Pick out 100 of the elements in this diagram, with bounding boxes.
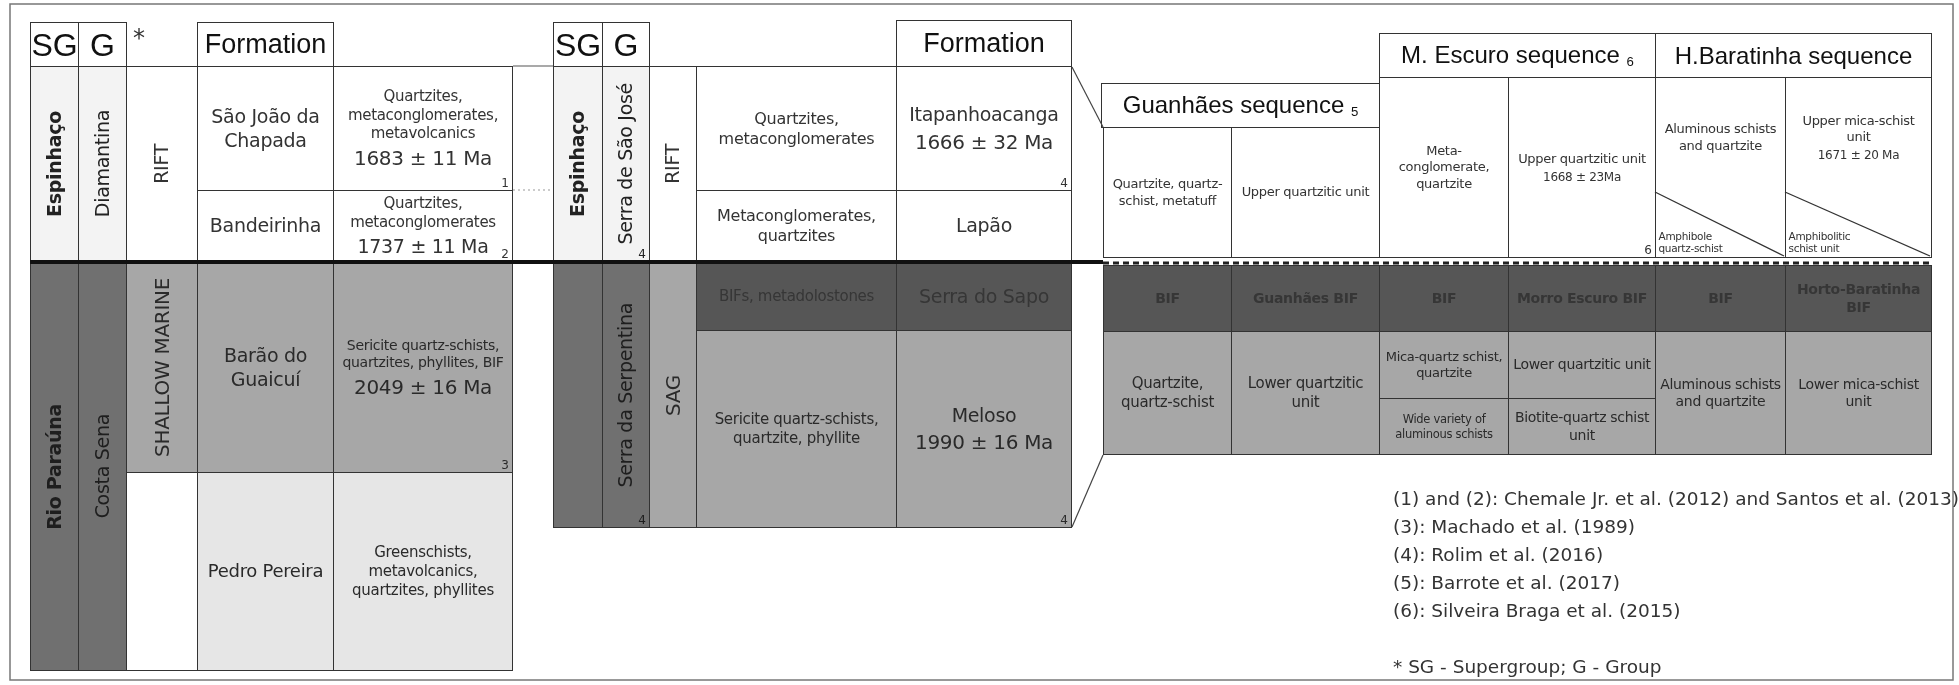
unit-cell bbox=[1379, 331, 1509, 399]
header-text: G bbox=[90, 28, 115, 61]
unit-column bbox=[553, 66, 603, 262]
unit-name: SAG bbox=[660, 374, 686, 416]
header-text: SG bbox=[554, 28, 602, 61]
column-header bbox=[78, 22, 127, 67]
unit-cell bbox=[896, 262, 1072, 331]
unit-cell bbox=[1785, 265, 1932, 332]
unit-description: Upper quartzitic unit bbox=[1518, 150, 1646, 167]
unit-name: SHALLOW MARINE bbox=[149, 278, 175, 457]
age-label: 1671 ± 20 Ma bbox=[1817, 148, 1900, 163]
unit-column bbox=[602, 262, 650, 528]
column-header bbox=[553, 22, 603, 67]
header-text: G bbox=[613, 28, 639, 61]
age-label: 1990 ± 16 Ma bbox=[914, 430, 1054, 455]
reference-note: (1) and (2): Chemale Jr. et al. (2012) and Santos et al. (2013) bbox=[1393, 490, 1959, 509]
unit-name: Diamantina bbox=[90, 110, 114, 218]
unit-cell bbox=[896, 330, 1072, 528]
unit-cell bbox=[1379, 398, 1509, 455]
unit-cell bbox=[197, 472, 334, 671]
unit-description: Sericite quartz-schists, quartzite, phyllite bbox=[713, 410, 880, 448]
unit-cell bbox=[1103, 331, 1232, 455]
unit-description: Biotite-quartz schist unit bbox=[1513, 409, 1651, 444]
unit-name: Espinhaço bbox=[42, 111, 66, 217]
header-text: Formation bbox=[923, 30, 1045, 57]
unit-description: São João da Chapada bbox=[210, 104, 321, 153]
footnote-number: 4 bbox=[638, 514, 646, 526]
footnote-number: 1 bbox=[501, 177, 509, 189]
abbreviation-note: * SG - Supergroup; G - Group bbox=[1393, 658, 1662, 677]
unit-description: Aluminous schists and quartzite bbox=[1663, 121, 1778, 154]
unit-cell bbox=[1508, 398, 1656, 455]
unit-name: Rio Paraúna bbox=[42, 403, 66, 530]
unit-column bbox=[30, 262, 79, 671]
reference-note: (6): Silveira Braga et al. (2015) bbox=[1393, 602, 1681, 621]
unit-column bbox=[602, 66, 650, 262]
header-text: SG bbox=[31, 28, 78, 61]
unit-cell bbox=[333, 66, 513, 191]
unit-description: Meta-conglomerate, quartzite bbox=[1397, 143, 1491, 192]
footnote-number: 4 bbox=[1060, 514, 1068, 526]
unit-column bbox=[649, 262, 697, 528]
unit-name: Serra da Serpentina bbox=[614, 302, 638, 488]
blank-cell bbox=[553, 262, 603, 528]
unit-name: Costa Sena bbox=[90, 414, 114, 519]
reference-note: (3): Machado et al. (1989) bbox=[1393, 518, 1636, 537]
age-label: 2049 ± 16 Ma bbox=[353, 374, 493, 399]
unit-cell bbox=[1231, 331, 1380, 455]
footnote-number: 2 bbox=[501, 248, 509, 260]
unit-description: Upper quartzitic unit bbox=[1241, 184, 1370, 201]
unit-description: Lower quartzitic unit bbox=[1246, 374, 1365, 412]
unit-cell bbox=[333, 262, 513, 473]
unit-name: Espinhaço bbox=[566, 111, 590, 217]
unit-description: Aluminous schists and quartzite bbox=[1660, 375, 1781, 411]
unit-description: Lower mica-schist unit bbox=[1797, 375, 1920, 411]
unit-description: Quartzite, quartz-schist, metatuff bbox=[1111, 176, 1224, 209]
unit-description: Quartzites, metaconglomerates, metavolcanics bbox=[346, 86, 500, 144]
unit-description: Metaconglomerates, quartzites bbox=[716, 206, 877, 246]
unit-description: Lower quartzitic unit bbox=[1513, 356, 1651, 374]
unit-cell bbox=[696, 262, 897, 331]
unit-description: Wide variety of aluminous schists bbox=[1394, 412, 1494, 441]
unit-description: Quartzite, quartz-schist bbox=[1119, 374, 1216, 412]
unit-column bbox=[78, 262, 127, 671]
unit-description: Barão do Guaicuí bbox=[222, 343, 309, 392]
footnote-number: 6 bbox=[1644, 244, 1652, 256]
unit-description: Upper mica-schist unit bbox=[1801, 112, 1916, 146]
unit-name: Serra de São José bbox=[614, 83, 638, 245]
sequence-header bbox=[1379, 33, 1656, 78]
unit-cell bbox=[1379, 265, 1509, 332]
unit-cell bbox=[197, 262, 334, 473]
unit-name: RIFT bbox=[150, 144, 174, 184]
unit-description: Sericite quartz-schists, quartzites, phyllites, BIF bbox=[341, 336, 505, 372]
column-header bbox=[602, 22, 650, 67]
unit-column bbox=[78, 66, 127, 262]
unit-cell bbox=[1785, 331, 1932, 455]
footnote-number: 4 bbox=[1060, 177, 1068, 189]
unit-cell bbox=[696, 330, 897, 528]
unit-cell bbox=[333, 472, 513, 671]
reference-note: (5): Barrote et al. (2017) bbox=[1393, 574, 1620, 593]
unit-cell bbox=[1379, 77, 1509, 258]
unit-cell bbox=[1103, 127, 1232, 258]
unit-column bbox=[30, 66, 79, 262]
unit-description: Itapanhoacanga bbox=[909, 103, 1059, 127]
unit-description: Pedro Pereira bbox=[207, 560, 324, 583]
header-text: H.Baratinha sequence bbox=[1674, 43, 1913, 68]
header-text: Guanhães sequence $_{5}$ bbox=[1122, 92, 1359, 119]
unit-cell bbox=[1103, 265, 1232, 332]
unit-description: Quartzites, metaconglomerates bbox=[349, 194, 497, 232]
sequence-header bbox=[1101, 83, 1380, 128]
unit-description: Greenschists, metavolcanics, quartzites, phyllites bbox=[351, 543, 495, 600]
unit-description: Mica-quartz schist, quartzite bbox=[1384, 348, 1504, 382]
footnote-mark: * bbox=[133, 26, 145, 50]
footnote-number: 3 bbox=[501, 459, 509, 471]
age-label: 1683 ± 11 Ma bbox=[353, 146, 493, 171]
unit-cell bbox=[1508, 265, 1656, 332]
unit-name: RIFT bbox=[661, 144, 685, 184]
column-header bbox=[30, 22, 79, 67]
age-label: 1737 ± 11 Ma bbox=[357, 234, 489, 258]
header-text: M. Escuro sequence $_{6}$ bbox=[1401, 42, 1634, 69]
sequence-header bbox=[1655, 33, 1932, 78]
unit-column bbox=[126, 262, 198, 473]
reference-note: (4): Rolim et al. (2016) bbox=[1393, 546, 1604, 565]
